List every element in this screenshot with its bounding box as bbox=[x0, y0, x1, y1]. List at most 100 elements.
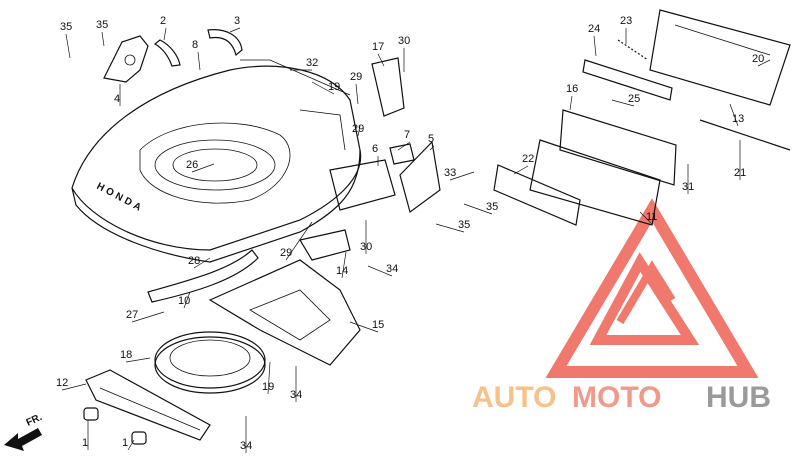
callout-label: 17 bbox=[372, 41, 384, 53]
flap-11 bbox=[529, 139, 661, 226]
callout-leader-line bbox=[131, 311, 165, 323]
callout-leader-line bbox=[463, 203, 493, 215]
callout-leader-line bbox=[311, 81, 335, 95]
bracket-6 bbox=[329, 159, 396, 211]
bracket-5 bbox=[399, 140, 441, 214]
callout-label: 10 bbox=[178, 295, 190, 307]
callout-label: 35 bbox=[458, 219, 470, 231]
front-marker-label: FR. bbox=[25, 412, 44, 429]
cover-plate-17 bbox=[371, 57, 405, 117]
callout-label: 34 bbox=[290, 389, 302, 401]
flap-16 bbox=[559, 109, 677, 186]
callout-label: 4 bbox=[114, 93, 120, 105]
callout-leader-line bbox=[569, 95, 573, 111]
callout-leader-line bbox=[197, 51, 201, 71]
callout-label: 12 bbox=[56, 377, 68, 389]
callout-label: 25 bbox=[628, 93, 640, 105]
callout-label: 18 bbox=[120, 349, 132, 361]
callout-leader-line bbox=[435, 223, 465, 233]
callout-label: 23 bbox=[620, 15, 632, 27]
callout-label: 7 bbox=[404, 129, 410, 141]
callout-label: 2 bbox=[160, 15, 166, 27]
guard-ring-18 bbox=[154, 331, 266, 394]
callout-leader-line bbox=[513, 165, 529, 175]
callout-leader-line bbox=[61, 383, 87, 391]
callout-leader-line bbox=[267, 361, 271, 395]
watermark-text-auto: AUTO bbox=[472, 381, 556, 414]
callout-label: 22 bbox=[522, 153, 534, 165]
callout-label: 30 bbox=[360, 241, 372, 253]
callout-leader-line bbox=[125, 357, 151, 363]
callout-leader-line bbox=[65, 33, 71, 59]
frame-15 bbox=[208, 259, 361, 366]
callout-label: 14 bbox=[336, 265, 348, 277]
callout-leader-line bbox=[183, 291, 191, 309]
callout-leader-line bbox=[729, 103, 739, 127]
callout-label: 13 bbox=[732, 113, 744, 125]
rail-22 bbox=[493, 164, 581, 226]
callout-label: 29 bbox=[280, 247, 292, 259]
clip-part-3 bbox=[207, 29, 243, 57]
callout-leader-line bbox=[163, 27, 167, 41]
callout-label: 34 bbox=[240, 440, 252, 452]
callout-leader-line bbox=[367, 265, 393, 277]
rear-flap-20 bbox=[649, 9, 791, 106]
callout-leader-line bbox=[449, 171, 475, 181]
callout-label: 8 bbox=[192, 39, 198, 51]
callout-leader-line bbox=[127, 439, 135, 451]
callout-label: 26 bbox=[186, 159, 198, 171]
front-arrow-icon bbox=[4, 428, 42, 451]
callout-label: 32 bbox=[306, 57, 318, 69]
bar-24 bbox=[582, 59, 673, 101]
callout-label: 16 bbox=[566, 83, 578, 95]
bumper-1b bbox=[131, 431, 147, 445]
callout-label: 11 bbox=[646, 211, 657, 223]
callout-leader-line bbox=[429, 145, 435, 151]
watermark-logo bbox=[545, 198, 759, 378]
callout-label: 5 bbox=[428, 133, 434, 145]
callout-leader-line bbox=[639, 211, 653, 225]
skirt-10 bbox=[147, 249, 259, 303]
callout-label: 30 bbox=[398, 35, 410, 47]
bumper-1a bbox=[83, 407, 99, 421]
callout-label: 15 bbox=[372, 319, 384, 331]
callout-leader-line bbox=[191, 163, 215, 173]
hinge-bracket bbox=[103, 35, 149, 83]
callout-label: 1 bbox=[122, 437, 128, 449]
callout-label: 34 bbox=[386, 263, 398, 275]
spring-23 bbox=[617, 39, 649, 61]
callout-label: 31 bbox=[682, 181, 694, 193]
callout-leader-line bbox=[349, 321, 379, 333]
callout-label: 35 bbox=[96, 19, 108, 31]
callout-leader-line bbox=[397, 141, 411, 151]
callout-label: 29 bbox=[350, 71, 362, 83]
guard-14 bbox=[299, 229, 351, 261]
callout-label: 19 bbox=[328, 81, 340, 93]
callout-label: 19 bbox=[262, 381, 274, 393]
watermark-text-moto: MOTO bbox=[572, 381, 661, 414]
callout-label: 20 bbox=[752, 53, 764, 65]
callout-leader-line bbox=[285, 221, 313, 261]
callout-label: 35 bbox=[60, 21, 72, 33]
deck-brand-text: HONDA bbox=[95, 181, 146, 215]
front-guard-12 bbox=[85, 369, 211, 441]
callout-label: 27 bbox=[126, 309, 138, 321]
callout-leader-line bbox=[101, 31, 105, 47]
callout-leader-line bbox=[193, 257, 211, 269]
callout-leader-line bbox=[593, 35, 597, 57]
callout-leader-line bbox=[357, 125, 361, 137]
clip-part-2 bbox=[153, 39, 181, 67]
callout-label: 35 bbox=[486, 201, 498, 213]
callout-leader-line bbox=[229, 27, 241, 33]
callout-label: 1 bbox=[82, 437, 88, 449]
callout-label: 3 bbox=[234, 15, 240, 27]
callout-leader-line bbox=[355, 83, 359, 105]
callout-label: 29 bbox=[352, 123, 364, 135]
callout-label: 21 bbox=[734, 167, 746, 179]
rod-21 bbox=[699, 119, 791, 151]
callout-leader-line bbox=[611, 99, 635, 107]
callout-label: 33 bbox=[444, 167, 456, 179]
